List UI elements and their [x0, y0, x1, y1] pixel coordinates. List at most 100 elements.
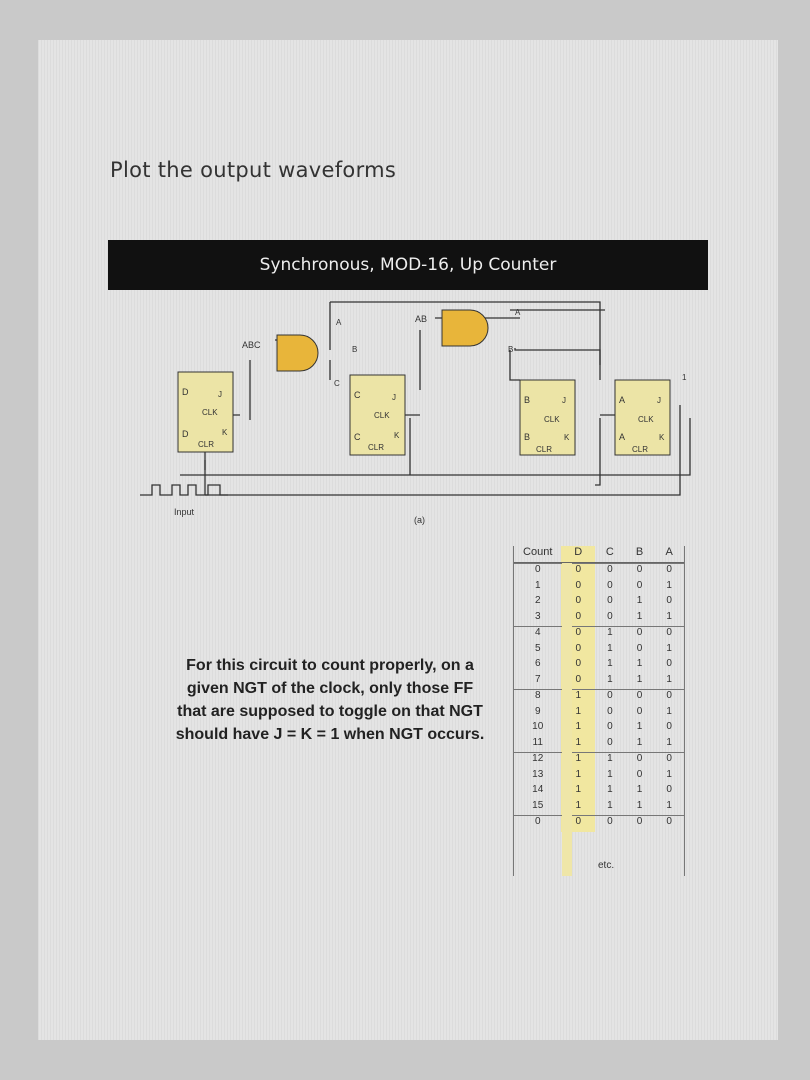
- svg-text:C: C: [354, 432, 361, 442]
- table-cell: 0: [666, 816, 672, 827]
- table-cell: 1: [607, 673, 613, 685]
- table-cell: 1: [636, 721, 643, 732]
- flip-flop-c: C C J CLK K CLR: [349, 374, 406, 456]
- table-cell: 0: [636, 753, 643, 764]
- table-cell: 1: [636, 658, 643, 669]
- table-cell: 1: [666, 799, 672, 811]
- table-cell: 0: [636, 564, 643, 575]
- table-cell: 10: [532, 721, 544, 732]
- header-count: Count: [523, 546, 553, 558]
- table-cell: 0: [607, 564, 613, 575]
- wire-label-c: C: [334, 379, 340, 388]
- figure-caption: (a): [414, 515, 425, 525]
- table-cell: 9: [534, 705, 541, 717]
- svg-text:K: K: [659, 433, 665, 442]
- svg-text:D: D: [182, 387, 189, 397]
- column-highlight: [562, 563, 572, 876]
- wire-label-a2: A: [515, 308, 521, 317]
- table-cell: 0: [666, 627, 672, 638]
- svg-text:C: C: [354, 390, 361, 400]
- table-cell: 1: [607, 768, 613, 780]
- table-cell: 15: [532, 799, 544, 811]
- wire-label-b: B: [352, 345, 357, 354]
- header-c: C: [605, 546, 614, 558]
- and-gate-abc: [276, 334, 319, 372]
- svg-text:CLR: CLR: [368, 443, 384, 452]
- gate-abc-label: ABC: [242, 340, 261, 350]
- svg-text:K: K: [222, 428, 228, 437]
- table-cell: 0: [666, 753, 672, 764]
- table-cell: 0: [534, 564, 541, 575]
- table-cell: 5: [534, 642, 541, 654]
- table-header: Count D C B A: [514, 546, 684, 563]
- table-cell: 11: [532, 736, 543, 748]
- table-cell: 0: [607, 816, 613, 827]
- table-cell: 3: [534, 610, 541, 622]
- svg-text:CLK: CLK: [374, 411, 390, 420]
- svg-text:CLR: CLR: [536, 445, 552, 454]
- table-cell: 0: [666, 690, 672, 701]
- table-cell: 8: [534, 690, 541, 701]
- svg-text:J: J: [657, 396, 661, 405]
- paper-sheet: [38, 40, 778, 1040]
- explanation-note: For this circuit to count properly, on a…: [175, 657, 485, 743]
- table-cell: 1: [636, 784, 643, 795]
- table-cell: 1: [666, 705, 672, 717]
- table-cell: 1: [607, 642, 613, 654]
- table-cell: 12: [532, 753, 544, 764]
- table-cell: 1: [607, 753, 613, 764]
- table-cell: 0: [666, 658, 672, 669]
- high-input-label: 1: [682, 373, 687, 382]
- svg-text:CLR: CLR: [632, 445, 648, 454]
- table-cell: 0: [666, 721, 672, 732]
- table-cell: 0: [666, 784, 672, 795]
- table-cell: 1: [666, 642, 672, 654]
- table-cell: 1: [666, 736, 672, 748]
- and-gate-ab: [441, 309, 489, 347]
- table-cell: 0: [636, 816, 643, 827]
- table-cell: 0: [666, 595, 672, 606]
- title-banner: Synchronous, MOD-16, Up Counter: [108, 240, 708, 290]
- table-cell: 6: [534, 658, 541, 669]
- svg-text:K: K: [564, 433, 570, 442]
- table-cell: 1: [666, 673, 672, 685]
- table-cell: 0: [607, 721, 613, 732]
- header-b: B: [635, 546, 644, 558]
- table-cell: 0: [636, 690, 643, 701]
- table-cell: 0: [534, 816, 541, 827]
- wire-label-b2: B: [508, 345, 513, 354]
- svg-text:CLK: CLK: [202, 408, 218, 417]
- svg-text:J: J: [562, 396, 566, 405]
- page-heading: Plot the output waveforms: [110, 158, 397, 182]
- table-cell: 0: [607, 579, 613, 591]
- table-cell: 1: [607, 658, 613, 669]
- table-cell: 1: [666, 768, 672, 780]
- table-cell: 4: [534, 627, 541, 638]
- table-cell: 0: [636, 579, 643, 591]
- table-cell: 13: [532, 768, 544, 780]
- header-d: D: [561, 546, 596, 562]
- flip-flop-b: B B J CLK K CLR: [519, 379, 576, 456]
- table-cell: 0: [607, 595, 613, 606]
- table-cell: 0: [666, 564, 672, 575]
- table-cell: 0: [607, 736, 613, 748]
- table-cell: 1: [636, 673, 643, 685]
- svg-text:CLK: CLK: [544, 415, 560, 424]
- svg-text:CLK: CLK: [638, 415, 654, 424]
- table-cell: 1: [607, 799, 613, 811]
- svg-text:B: B: [524, 395, 530, 405]
- table-cell: 1: [636, 736, 643, 748]
